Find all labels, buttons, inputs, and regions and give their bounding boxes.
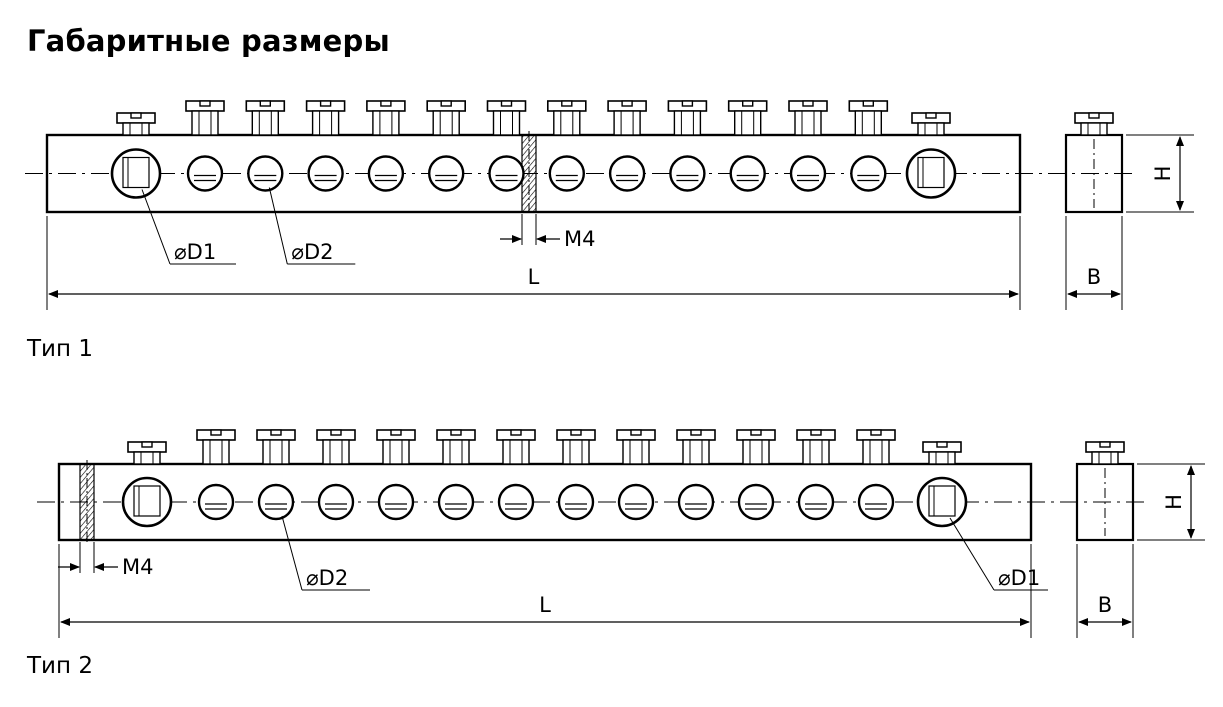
terminal-hole: [428, 155, 465, 192]
leader-d2: ⌀D2: [268, 187, 356, 265]
terminal-hole: [797, 483, 835, 521]
large-terminal-hole: [121, 476, 173, 528]
dimension-h-label: H: [1151, 166, 1175, 182]
terminal-hole: [729, 155, 766, 192]
screw-icon: [305, 100, 346, 136]
screw-icon: [727, 100, 768, 136]
screw-icon: [1085, 441, 1125, 465]
screw-icon: [316, 429, 356, 465]
terminal-hole: [548, 155, 585, 192]
type-1-front-view: [25, 100, 1136, 216]
screw-icon: [245, 100, 286, 136]
leader-d1: ⌀D1: [141, 189, 236, 265]
large-terminal-hole: [110, 148, 162, 199]
terminal-hole: [608, 155, 646, 192]
terminal-hole: [669, 155, 706, 192]
screw-icon: [922, 441, 962, 465]
screw-icon: [376, 429, 416, 465]
screw-icon: [496, 429, 536, 465]
screw-icon: [436, 429, 476, 465]
type-2-front-view: [37, 429, 1147, 544]
type-2-dimensions: L B H M4 ⌀D2 ⌀D1: [58, 463, 1205, 638]
terminal-hole: [197, 483, 235, 521]
screw-icon: [185, 100, 225, 136]
dimension-h-label: H: [1162, 494, 1186, 510]
leader-d1: ⌀D1: [949, 517, 1048, 591]
busbar-body: [57, 462, 1033, 542]
screw-icon: [616, 429, 656, 465]
terminal-hole: [789, 155, 827, 192]
dimension-m4-label: M4: [122, 555, 153, 579]
screw-icon: [667, 100, 708, 136]
terminal-hole: [186, 155, 224, 192]
terminal-hole: [377, 483, 415, 521]
screw-icon: [856, 429, 896, 465]
dimension-m4-label: M4: [564, 227, 595, 251]
terminal-hole: [247, 155, 284, 192]
leader-d2-label: ⌀D2: [291, 240, 333, 264]
terminal-hole: [307, 155, 344, 192]
screw-icon: [676, 429, 716, 465]
screw-icon: [556, 429, 596, 465]
terminal-hole: [857, 483, 895, 521]
screw-icon: [607, 100, 647, 136]
terminal-hole: [677, 483, 715, 521]
terminal-hole: [737, 483, 775, 521]
dimension-l-label: L: [539, 593, 551, 617]
type-1-label: Тип 1: [27, 336, 93, 362]
screw-icon: [127, 441, 167, 465]
terminal-hole: [257, 483, 295, 521]
screw-icon: [911, 112, 951, 136]
screw-icon: [116, 112, 156, 136]
type-1-dimensions: L B H M4 ⌀D1 ⌀D2: [46, 134, 1194, 310]
terminal-hole: [497, 483, 535, 521]
screw-icon: [366, 100, 406, 136]
terminal-hole: [488, 155, 525, 192]
screw-icon: [426, 100, 467, 136]
screw-icon: [486, 100, 527, 136]
dimension-l-label: L: [528, 265, 540, 289]
screw-icon: [848, 100, 889, 136]
dimension-b-label: B: [1098, 593, 1112, 617]
terminal-hole: [850, 155, 887, 192]
terminal-hole: [317, 483, 355, 521]
large-terminal-hole: [916, 476, 968, 528]
type-2-label: Тип 2: [27, 653, 93, 679]
type-1-side-view: [1064, 112, 1124, 214]
screw-icon: [796, 429, 836, 465]
terminal-hole: [437, 483, 475, 521]
leader-d2-label: ⌀D2: [306, 566, 348, 590]
page-title: Габаритные размеры: [27, 24, 390, 58]
screw-icon: [196, 429, 236, 465]
terminal-hole: [557, 483, 595, 521]
type-2-side-view: [1075, 441, 1135, 542]
leader-d1-label: ⌀D1: [998, 566, 1040, 590]
large-terminal-hole: [905, 148, 957, 199]
leader-d2: ⌀D2: [281, 515, 370, 591]
screw-icon: [256, 429, 296, 465]
terminal-hole: [617, 483, 655, 521]
leader-d1-label: ⌀D1: [174, 240, 216, 264]
screw-icon: [546, 100, 587, 136]
screw-icon: [788, 100, 828, 136]
terminal-hole: [367, 155, 405, 192]
dimension-b-label: B: [1087, 265, 1101, 289]
screw-icon: [736, 429, 776, 465]
screw-icon: [1074, 112, 1114, 136]
